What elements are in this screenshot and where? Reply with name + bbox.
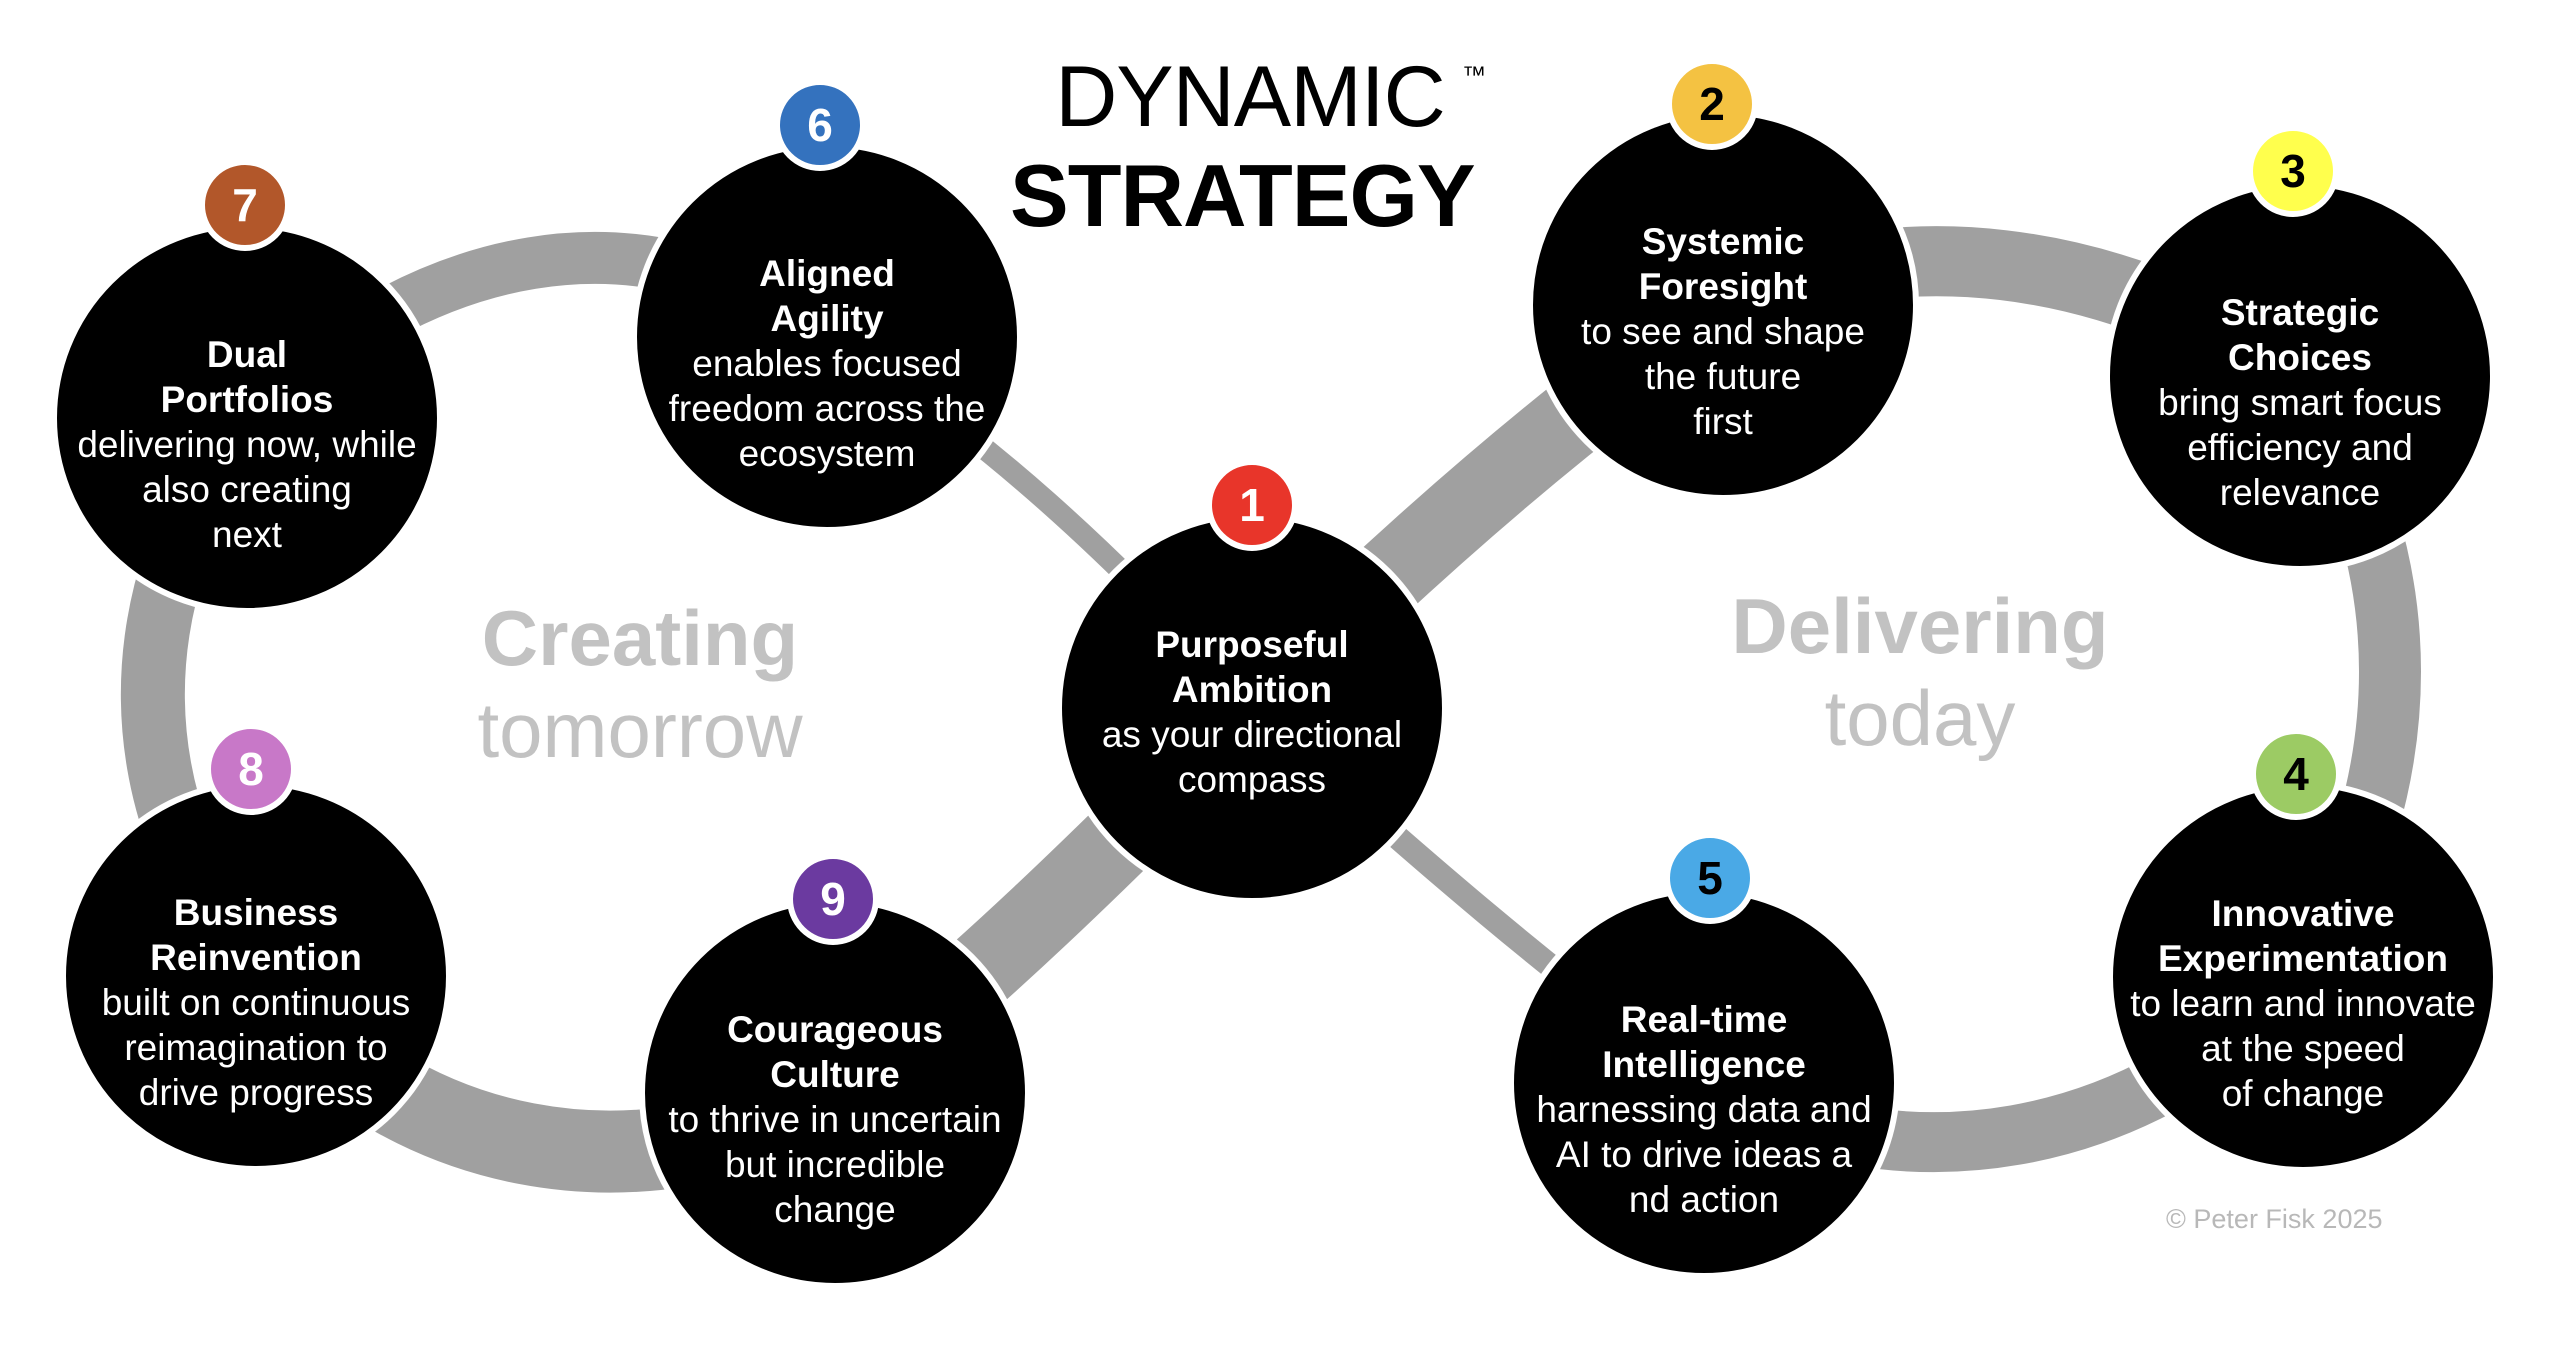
node-description: compass <box>1177 759 1327 800</box>
node-description: as your directional <box>1101 714 1403 755</box>
node-systemic-foresight: Systemic Foresight to see and shape the … <box>1527 109 1919 501</box>
copyright-notice: © Peter Fisk 2025 <box>2166 1204 2383 1234</box>
node-title: Systemic <box>1641 221 1805 262</box>
node-title: Portfolios <box>160 379 334 420</box>
node-title: Strategic <box>2220 292 2380 333</box>
node-innovative-experimentation: Innovative Experimentation to learn and … <box>2107 781 2499 1173</box>
node-description: relevance <box>2219 472 2381 513</box>
node-description: efficiency and <box>2187 427 2413 468</box>
node-text: Dual Portfolios delivering now, while al… <box>57 332 437 557</box>
node-description: nd action <box>1628 1179 1780 1220</box>
node-description: but incredible <box>724 1144 946 1185</box>
node-text: Aligned Agility enables focused freedom … <box>637 251 1017 476</box>
node-real-time-intelligence: Real-time Intelligence harnessing data a… <box>1508 887 1900 1279</box>
node-aligned-agility: Aligned Agility enables focused freedom … <box>631 141 1023 533</box>
label-delivering-today: Delivering today <box>1720 580 2120 764</box>
badge-9: 9 <box>787 853 879 945</box>
node-title: Experimentation <box>2158 938 2448 979</box>
badge-5: 5 <box>1664 832 1756 924</box>
node-description: at the speed <box>2201 1028 2405 1069</box>
node-description: bring smart focus <box>2158 382 2442 423</box>
node-business-reinvention: Business Reinvention built on continuous… <box>60 780 452 1172</box>
node-title: Reinvention <box>150 937 362 978</box>
node-dual-portfolios: Dual Portfolios delivering now, while al… <box>51 222 443 614</box>
node-description: first <box>1693 401 1753 442</box>
node-title: Real-time <box>1620 999 1788 1040</box>
node-strategic-choices: Strategic Choices bring smart focus effi… <box>2104 180 2496 572</box>
label-tomorrow: tomorrow <box>477 686 803 774</box>
node-description: next <box>212 514 282 555</box>
node-title: Aligned <box>759 253 895 294</box>
node-text: Innovative Experimentation to learn and … <box>2113 891 2493 1116</box>
title-strategy: STRATEGY <box>1010 146 1476 245</box>
node-description: delivering now, while <box>77 424 417 465</box>
label-delivering: Delivering <box>1731 582 2109 670</box>
node-description: drive progress <box>138 1072 374 1113</box>
node-title: Courageous <box>727 1009 943 1050</box>
node-description: enables focused <box>692 343 962 384</box>
badge-6: 6 <box>774 79 866 171</box>
node-description: AI to drive ideas a <box>1555 1134 1853 1175</box>
node-title: Purposeful <box>1155 624 1349 665</box>
node-text: Real-time Intelligence harnessing data a… <box>1514 997 1894 1222</box>
title-dynamic: DYNAMIC <box>1055 49 1446 145</box>
node-title: Innovative <box>2211 893 2395 934</box>
node-description: to see and shape <box>1581 311 1865 352</box>
node-description: harnessing data and <box>1536 1089 1872 1130</box>
node-title: Ambition <box>1171 669 1333 710</box>
node-text: Purposeful Ambition as your directional … <box>1062 622 1442 802</box>
node-title: Choices <box>2228 337 2372 378</box>
node-title: Foresight <box>1638 266 1808 307</box>
node-title: Culture <box>770 1054 900 1095</box>
node-description: to learn and innovate <box>2130 983 2476 1024</box>
badge-2: 2 <box>1666 58 1758 150</box>
badge-3: 3 <box>2247 125 2339 217</box>
badge-8: 8 <box>205 723 297 815</box>
node-description: to thrive in uncertain <box>668 1099 1002 1140</box>
node-title: Dual <box>206 334 288 375</box>
node-description: change <box>774 1189 896 1230</box>
trademark-symbol: ™ <box>1462 62 1486 89</box>
node-text: Systemic Foresight to see and shape the … <box>1533 219 1913 444</box>
node-title: Intelligence <box>1602 1044 1806 1085</box>
node-text: Courageous Culture to thrive in uncertai… <box>645 1007 1025 1232</box>
node-description: freedom across the <box>668 388 986 429</box>
node-description: ecosystem <box>738 433 916 474</box>
label-creating-tomorrow: Creating tomorrow <box>460 592 820 776</box>
node-description: of change <box>2221 1073 2385 1114</box>
node-description: reimagination to <box>124 1027 388 1068</box>
label-creating: Creating <box>481 594 799 682</box>
node-description: the future <box>1644 356 1802 397</box>
node-purposeful-ambition: Purposeful Ambition as your directional … <box>1056 512 1448 904</box>
badge-4: 4 <box>2250 728 2342 820</box>
badge-1: 1 <box>1206 459 1298 551</box>
node-title: Business <box>173 892 339 933</box>
node-title: Agility <box>770 298 884 339</box>
node-description: built on continuous <box>101 982 411 1023</box>
label-today: today <box>1824 674 2016 762</box>
node-text: Strategic Choices bring smart focus effi… <box>2110 290 2490 515</box>
node-text: Business Reinvention built on continuous… <box>66 890 446 1115</box>
badge-7: 7 <box>199 159 291 251</box>
node-courageous-culture: Courageous Culture to thrive in uncertai… <box>639 897 1031 1289</box>
node-description: also creating <box>142 469 352 510</box>
